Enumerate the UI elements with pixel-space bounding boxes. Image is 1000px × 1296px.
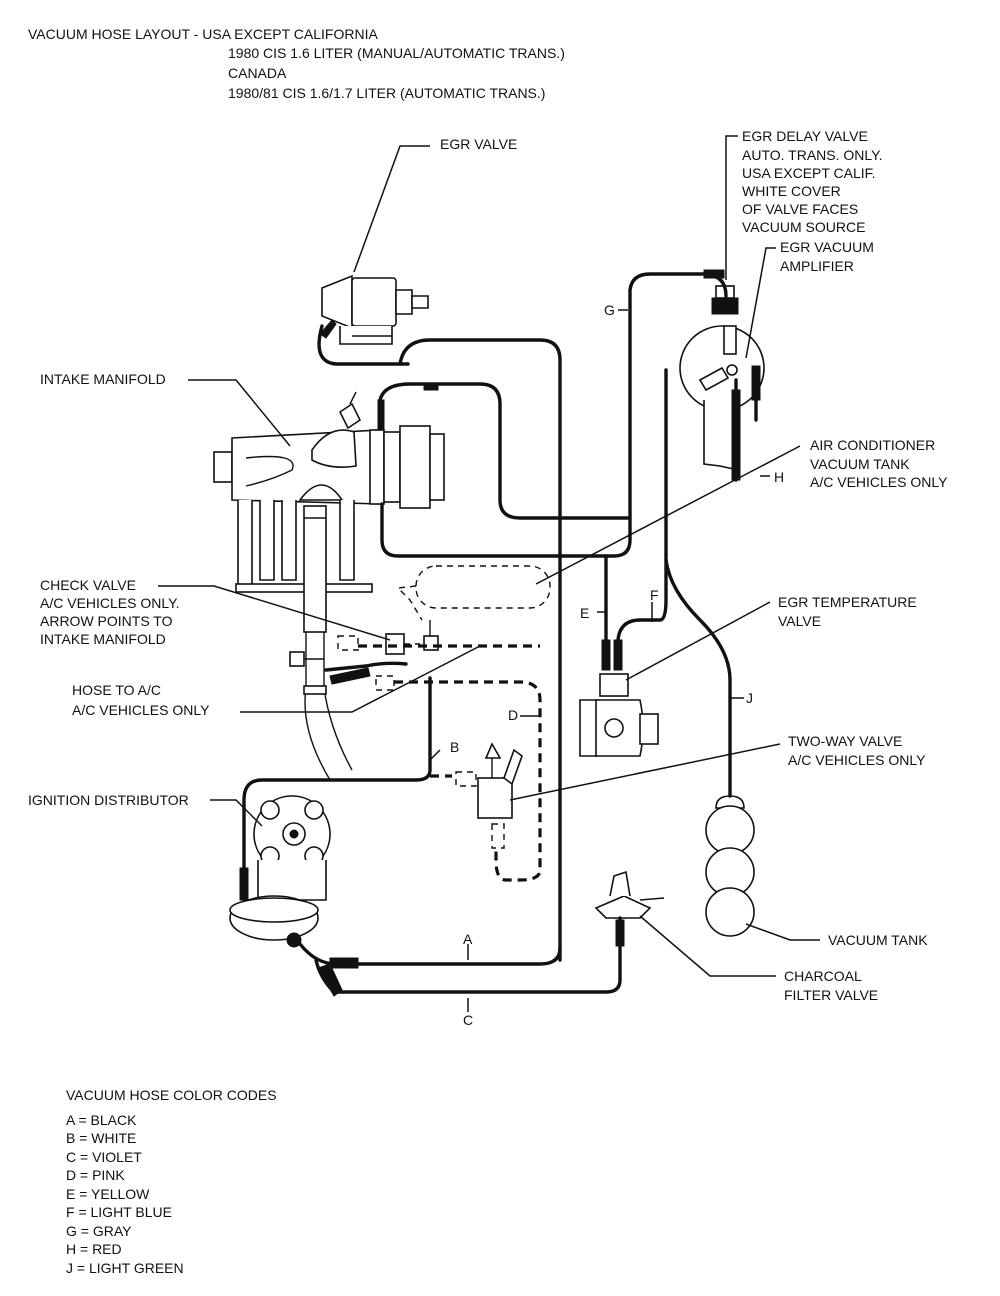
vacuum-hoses [239,269,761,997]
svg-text:VACUUM TANK: VACUUM TANK [810,456,910,472]
lower-fittings [289,632,353,781]
svg-text:EGR TEMPERATURE: EGR TEMPERATURE [778,594,917,610]
hose-letter-c: C [463,1012,473,1028]
svg-text:A/C VEHICLES ONLY: A/C VEHICLES ONLY [810,474,948,490]
check-valve-label: CHECK VALVE A/C VEHICLES ONLY. ARROW POI… [40,577,180,647]
egr-temperature-valve-label: EGR TEMPERATURE VALVE [778,594,917,629]
svg-text:EGR VACUUM: EGR VACUUM [780,239,874,255]
color-code-legend: VACUUM HOSE COLOR CODES A = BLACK B = WH… [66,1087,277,1276]
header-line-1: VACUUM HOSE LAYOUT - USA EXCEPT CALIFORN… [28,26,378,42]
intake-manifold-label: INTAKE MANIFOLD [40,371,166,387]
egr-vacuum-amplifier [679,285,765,471]
hose-letter-h: H [774,469,784,485]
legend-item: J = LIGHT GREEN [66,1260,184,1276]
hose-letter-a: A [463,931,473,947]
svg-text:VALVE: VALVE [778,613,821,629]
svg-text:INTAKE MANIFOLD: INTAKE MANIFOLD [40,631,166,647]
hose-letter-d: D [508,707,518,723]
legend-item: G = GRAY [66,1223,132,1239]
egr-delay-valve-label: EGR DELAY VALVE AUTO. TRANS. ONLY. USA E… [742,128,883,235]
hose-letter-j: J [746,690,753,706]
egr-valve-label: EGR VALVE [440,136,517,152]
svg-text:CHARCOAL: CHARCOAL [784,968,862,984]
hose-to-ac-label: HOSE TO A/C A/C VEHICLES ONLY [72,682,210,718]
svg-text:WHITE COVER: WHITE COVER [742,183,841,199]
legend-item: H = RED [66,1241,122,1257]
ignition-distributor [229,795,331,948]
svg-text:EGR DELAY VALVE: EGR DELAY VALVE [742,128,868,144]
egr-vacuum-amplifier-label: EGR VACUUM AMPLIFIER [780,239,874,274]
component-labels: EGR VALVE EGR DELAY VALVE AUTO. TRANS. O… [28,128,948,1003]
intake-manifold [213,391,445,633]
two-way-valve-label: TWO-WAY VALVE A/C VEHICLES ONLY [788,733,926,768]
hose-letters: G E F H J B D A C [450,302,784,1028]
svg-text:FILTER VALVE: FILTER VALVE [784,987,878,1003]
hose-letter-g: G [604,302,615,318]
svg-text:A/C VEHICLES ONLY: A/C VEHICLES ONLY [788,752,926,768]
header-line-4: 1980/81 CIS 1.6/1.7 LITER (AUTOMATIC TRA… [228,85,545,101]
hose-letter-f: F [650,587,659,603]
svg-text:CHECK VALVE: CHECK VALVE [40,577,136,593]
legend-item: C = VIOLET [66,1149,142,1165]
egr-valve [321,274,429,345]
charcoal-filter-valve-label: CHARCOAL FILTER VALVE [784,968,878,1003]
charcoal-filter-valve [594,870,665,919]
legend-item: D = PINK [66,1167,125,1183]
hose-letter-b: B [450,739,459,755]
legend-item: A = BLACK [66,1112,137,1128]
legend-item: F = LIGHT BLUE [66,1204,172,1220]
legend-item: E = YELLOW [66,1186,150,1202]
ac-vacuum-tank [396,565,551,621]
svg-text:ARROW POINTS TO: ARROW POINTS TO [40,613,173,629]
leader-lines [158,135,820,1012]
ignition-distributor-label: IGNITION DISTRIBUTOR [28,792,189,808]
ac-vacuum-tank-label: AIR CONDITIONER VACUUM TANK A/C VEHICLES… [810,437,948,490]
two-way-valve [455,742,523,849]
vacuum-tank [705,795,755,937]
svg-text:VACUUM SOURCE: VACUUM SOURCE [742,219,865,235]
svg-text:AUTO. TRANS. ONLY.: AUTO. TRANS. ONLY. [742,147,883,163]
svg-text:AMPLIFIER: AMPLIFIER [780,258,854,274]
svg-text:OF VALVE FACES: OF VALVE FACES [742,201,858,217]
legend-title: VACUUM HOSE COLOR CODES [66,1087,277,1103]
diagram-header: VACUUM HOSE LAYOUT - USA EXCEPT CALIFORN… [28,26,565,101]
svg-text:HOSE TO A/C: HOSE TO A/C [72,682,161,698]
svg-text:USA EXCEPT CALIF.: USA EXCEPT CALIF. [742,165,876,181]
svg-text:A/C VEHICLES ONLY: A/C VEHICLES ONLY [72,702,210,718]
vacuum-tank-label: VACUUM TANK [828,932,928,948]
legend-item: B = WHITE [66,1130,136,1146]
hose-letter-e: E [580,605,589,621]
header-line-3: CANADA [228,65,287,81]
egr-temperature-valve [579,673,659,757]
header-line-2: 1980 CIS 1.6 LITER (MANUAL/AUTOMATIC TRA… [228,45,565,61]
svg-text:AIR CONDITIONER: AIR CONDITIONER [810,437,935,453]
svg-text:A/C VEHICLES ONLY.: A/C VEHICLES ONLY. [40,595,180,611]
svg-text:TWO-WAY VALVE: TWO-WAY VALVE [788,733,902,749]
